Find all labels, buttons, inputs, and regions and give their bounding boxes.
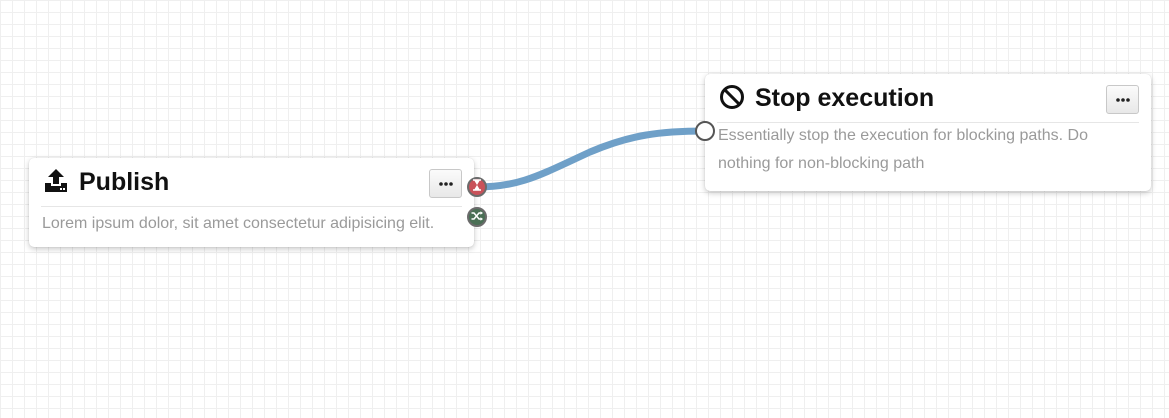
node-description: Lorem ipsum dolor, sit amet consectetur … — [42, 215, 435, 232]
ban-icon — [719, 84, 745, 110]
node-title: Stop execution — [755, 84, 935, 112]
output-port-non-blocking[interactable] — [467, 207, 487, 227]
output-port-blocking[interactable] — [467, 177, 487, 197]
more-options-button[interactable] — [429, 169, 462, 198]
input-port-stop[interactable] — [695, 121, 715, 141]
node-header: Stop execution — [717, 74, 1139, 123]
more-options-button[interactable] — [1106, 85, 1139, 114]
ellipsis-icon — [438, 181, 453, 186]
ellipsis-icon — [1115, 97, 1130, 102]
shuffle-icon — [471, 208, 483, 226]
node-stop-execution[interactable]: Stop execution Essentially stop the exec… — [705, 74, 1151, 191]
upload-icon — [43, 168, 69, 194]
node-title: Publish — [79, 168, 170, 196]
node-publish[interactable]: Publish Lorem ipsum dolor, sit amet cons… — [29, 158, 474, 247]
node-description: Essentially stop the execution for block… — [718, 127, 1088, 172]
hourglass-icon — [472, 178, 482, 196]
node-header: Publish — [41, 158, 462, 207]
connection-publish-to-stop[interactable] — [473, 127, 709, 191]
